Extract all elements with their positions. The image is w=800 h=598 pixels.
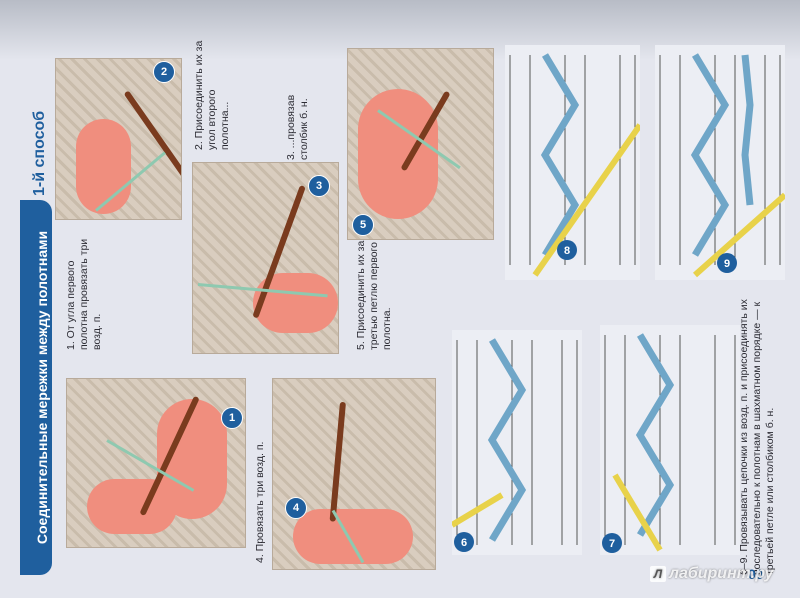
step-badge-2: 2 [153, 61, 175, 83]
photo-step-4: 4 [272, 378, 436, 570]
footer-caption: 6–9. Провязывать цепочки из возд. п. и п… [738, 299, 776, 575]
diagram-step-7: 7 [600, 325, 740, 555]
section-banner [20, 200, 52, 575]
step-badge-4: 4 [285, 497, 307, 519]
caption-step-1: 1. От угла первого полотна провязать три… [65, 238, 103, 350]
photo-step-1: 1 [66, 378, 246, 548]
step-badge-1: 1 [221, 407, 243, 429]
photo-step-5: 5 [347, 48, 494, 240]
photo-step-3: 3 [192, 162, 339, 354]
step-badge-9 [717, 253, 737, 273]
section-title: Соединительные мережки между полотнами [34, 230, 50, 545]
svg-text:9: 9 [724, 258, 730, 270]
caption-step-2: 2. Присоединить их за угол второго полот… [193, 40, 231, 150]
photo-step-2: 2 [55, 58, 182, 220]
watermark-text: лабиринт.ру [669, 565, 774, 582]
method-heading: 1-й способ [31, 110, 48, 196]
diagram-step-6: 6 [452, 330, 582, 555]
svg-text:6: 6 [461, 537, 467, 549]
watermark-logo-icon: Л [650, 566, 666, 582]
step-badge-5: 5 [352, 214, 374, 236]
step-badge-6 [454, 532, 474, 552]
page-number: 00 [748, 566, 764, 582]
svg-text:8: 8 [564, 245, 570, 257]
diagram-step-8: 8 [505, 45, 640, 280]
diagram-step-9: 9 [655, 45, 785, 280]
step-badge-8 [557, 240, 577, 260]
caption-step-5: 5. Присоединить их за третью петлю перво… [355, 240, 393, 350]
step-badge-3: 3 [308, 175, 330, 197]
caption-step-3: 3. ...провязав столбик б. н. [285, 94, 310, 160]
caption-step-4: 4. Провязать три возд. п. [254, 441, 266, 563]
svg-text:7: 7 [609, 538, 615, 550]
step-badge-7 [602, 533, 622, 553]
